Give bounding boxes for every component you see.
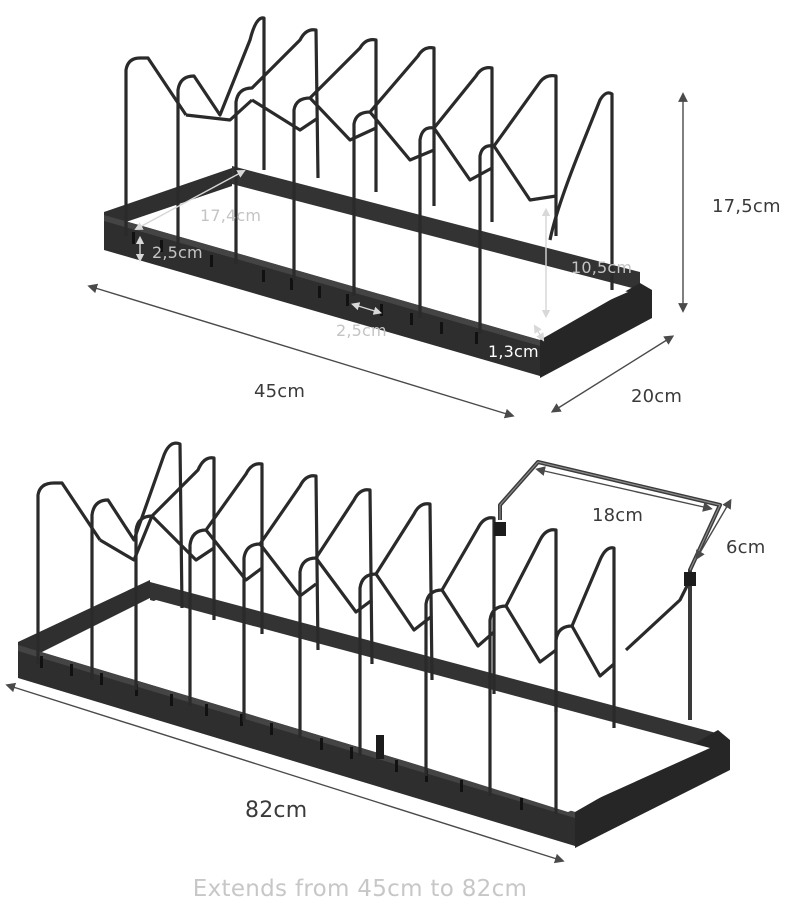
slot-spacing-label: 2,5cm xyxy=(336,321,387,340)
bottom-rack xyxy=(5,441,732,864)
rack-length-max-label: 82cm xyxy=(245,798,308,823)
lower-hook-height-label: 10,5cm xyxy=(571,258,633,277)
handle-depth-label: 6cm xyxy=(726,537,766,558)
rack-height-label: 17,5cm xyxy=(712,196,781,217)
inner-width-label: 17,4cm xyxy=(200,206,262,225)
handle-width-label: 18cm xyxy=(592,505,644,526)
rack-length-min-label: 45cm xyxy=(254,381,306,402)
base-thickness-label: 1,3cm xyxy=(488,342,539,361)
rack-depth-label: 20cm xyxy=(631,386,683,407)
base-height-label: 2,5cm xyxy=(152,243,203,262)
extension-range-caption: Extends from 45cm to 82cm xyxy=(192,876,528,902)
top-rack xyxy=(87,16,688,419)
